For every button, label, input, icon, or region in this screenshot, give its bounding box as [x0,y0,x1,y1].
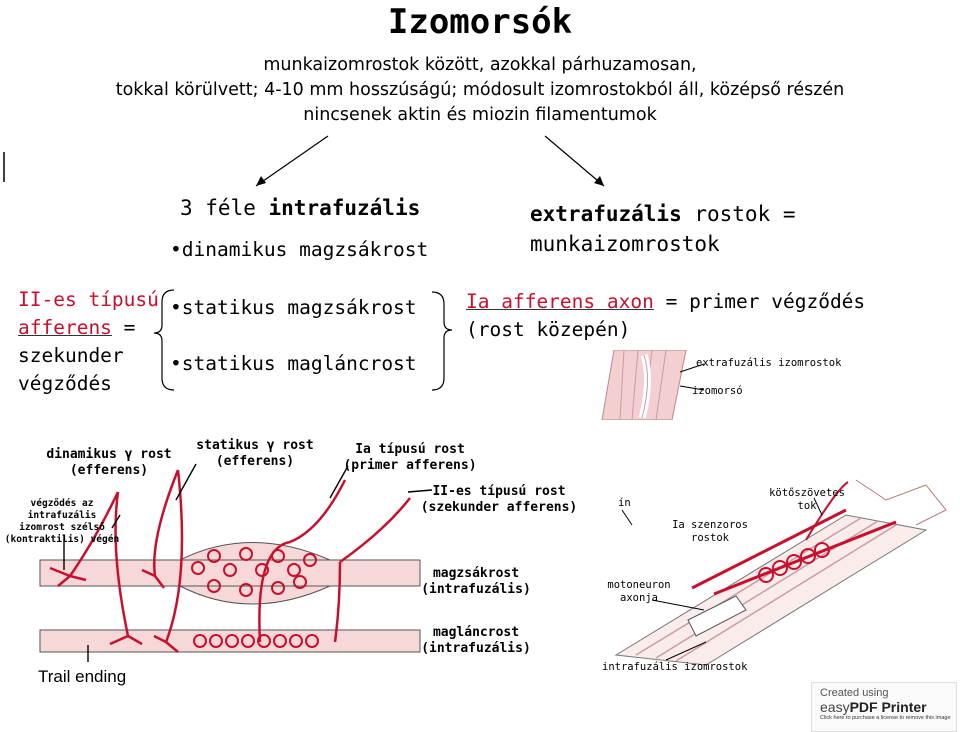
label-spindle: izomorsó [692,385,743,398]
label-extrafusal-fibers: extrafuzális izomrostok [696,357,841,370]
type2-line2: afferens = [18,316,135,339]
right-arrow [545,136,604,186]
item-static-chain: •statikus magláncrost [170,352,417,375]
item-static-bag: •statikus magzsákrost [170,296,417,319]
extrafusal-header: extrafuzális rostok = [530,202,796,226]
label-nuclear-bag: magzsákrost(intrafuzális) [416,566,536,598]
label-static-gamma: statikus γ rost(efferens) [190,438,320,470]
ia-afferent-desc: Ia afferens axon = primer végződés [466,290,865,313]
intrafusal-header: 3 féle intrafuzális [180,196,420,220]
watermark-link: Click here to purchase a license to remo… [812,715,956,721]
right-bracket [432,292,452,390]
left-arrow-head [256,176,266,186]
label-tendon: ín [618,497,631,510]
label-ia-fiber: Ia típusú rost(primer afferens) [340,442,480,474]
label-ii-fiber: II-es típusú rost(szekunder afferens) [414,484,584,516]
label-dynamic-gamma: dinamikus γ rost(efferens) [44,447,174,479]
type2-line4: végződés [18,372,112,395]
label-nuclear-chain: magláncrost(intrafuzális) [416,625,536,657]
type2-line1: II-es típusú [18,288,159,311]
right-arrow-head [594,176,604,186]
extrafusal-header-line2: munkaizomrostok [530,232,720,256]
watermark-brand: easyPDF Printer [812,699,956,715]
type2-line3: szekunder [18,344,124,367]
label-intrafusal-fibers: intrafuzális izomrostok [602,661,747,674]
left-arrow [256,136,328,186]
easypdf-watermark[interactable]: Created using easyPDF Printer Click here… [811,682,957,732]
label-trail-ending: Trail ending [38,667,126,687]
item-dynamic-bag: •dinamikus magzsákrost [170,238,428,261]
ia-afferent-desc-line2: (rost közepén) [466,318,630,341]
watermark-line1: Created using [812,683,956,699]
